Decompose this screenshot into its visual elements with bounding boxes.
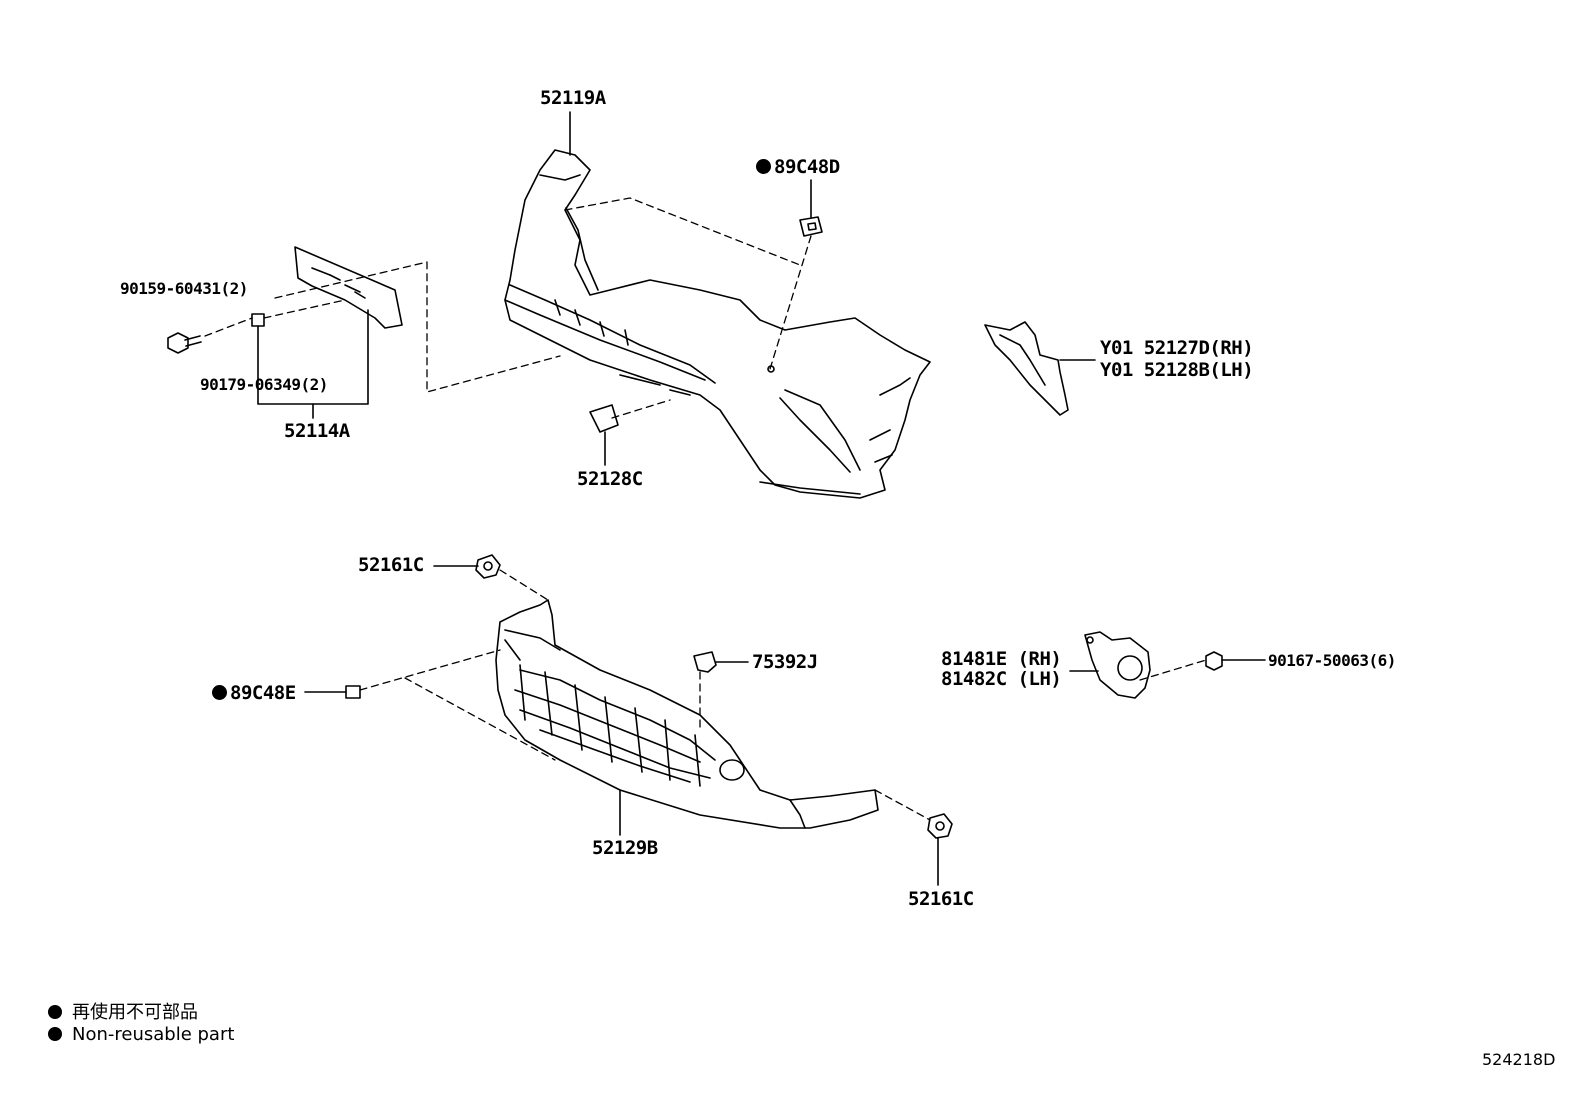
- legend-en: Non-reusable part: [48, 1024, 234, 1045]
- legend-jp-text: 再使用不可部品: [72, 1002, 198, 1023]
- clip-52161c-top-drawing: [475, 554, 501, 579]
- label-89c48e-text: 89C48E: [230, 682, 296, 704]
- lower-grille-drawing: [495, 599, 879, 829]
- legend-jp: 再使用不可部品: [48, 998, 198, 1024]
- clip-89c48d-drawing: [799, 216, 823, 237]
- retainer-75392j-drawing: [693, 651, 717, 673]
- label-75392j: 75392J: [752, 651, 818, 673]
- license-bracket-drawing: [251, 246, 403, 329]
- label-90179-06349: 90179-06349(2): [200, 375, 328, 394]
- side-bracket-drawing: [984, 321, 1069, 416]
- non-reusable-dot-icon: [48, 1005, 62, 1019]
- label-y01-52127d-rh: Y01 52127D(RH): [1100, 337, 1254, 359]
- label-52128c: 52128C: [577, 468, 643, 490]
- leader-lines: [257, 111, 1266, 886]
- label-81481e-rh: 81481E (RH): [941, 648, 1062, 670]
- dashed-lines: [204, 197, 1207, 821]
- label-89c48d: 89C48D: [756, 156, 840, 178]
- label-52161c-top: 52161C: [358, 554, 424, 576]
- clip-89c48e-drawing: [345, 685, 361, 699]
- bolt-90159-drawing: [167, 332, 202, 354]
- bumper-cover-drawing: [504, 149, 931, 499]
- label-52129b: 52129B: [592, 837, 658, 859]
- clip-52161c-bottom-drawing: [927, 813, 953, 839]
- fog-bracket-drawing: [1084, 631, 1151, 699]
- label-89c48e: 89C48E: [212, 682, 296, 704]
- label-90167-50063: 90167-50063(6): [1268, 651, 1396, 670]
- bolt-90167-drawing: [1205, 651, 1223, 671]
- label-y01-52128b-lh: Y01 52128B(LH): [1100, 359, 1254, 381]
- label-81482c-lh: 81482C (LH): [941, 668, 1062, 690]
- non-reusable-dot-icon: [48, 1027, 62, 1041]
- label-89c48d-text: 89C48D: [774, 156, 840, 178]
- cover-52128c-drawing: [589, 404, 619, 433]
- label-52119a: 52119A: [540, 87, 606, 109]
- label-90159-60431: 90159-60431(2): [120, 279, 248, 298]
- legend-en-text: Non-reusable part: [72, 1024, 235, 1045]
- label-52114a: 52114A: [284, 420, 350, 442]
- non-reusable-dot-icon: [756, 159, 771, 174]
- diagram-reference-number: 524218D: [1482, 1050, 1556, 1069]
- non-reusable-dot-icon: [212, 685, 227, 700]
- label-52161c-bottom: 52161C: [908, 888, 974, 910]
